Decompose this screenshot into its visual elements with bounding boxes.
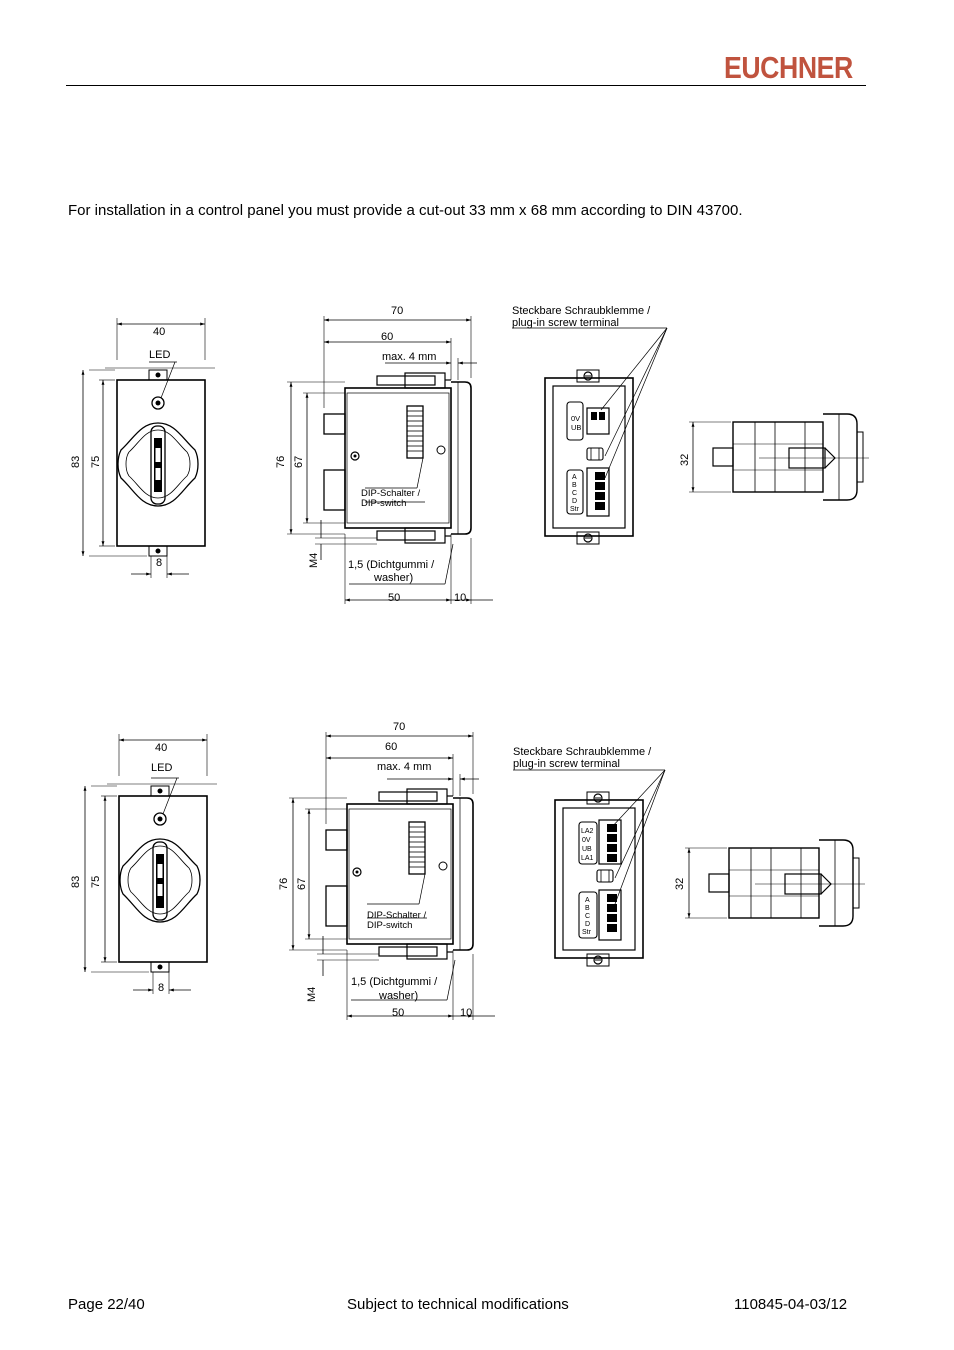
d2-terminal-2: plug-in screw terminal [513,758,620,770]
euchner-logo: EUCHNER [724,50,853,85]
d2-led-label: LED [151,762,172,774]
d1-front-bottom: 8 [156,557,162,569]
d1-rear-str: Str [570,506,580,513]
d2-side-60: 60 [385,741,397,753]
d2-side-70: 70 [393,721,405,733]
d2-front-h75: 75 [90,876,102,888]
footer-document-number: 110845-04-03/12 [734,1296,848,1313]
d2-rear-la2: LA2 [581,828,594,835]
d1-rear-ub: UB [571,423,581,432]
header-rule [66,85,866,86]
d2-rear-d: D [585,921,590,928]
d1-rear-b: B [572,482,577,489]
d2-front-width: 40 [155,742,167,754]
d1-top-32: 32 [679,454,691,466]
d2-side-67: 67 [296,878,308,890]
d1-front-width: 40 [153,326,165,338]
d1-side-70: 70 [391,305,403,317]
d1-led-label: LED [149,349,170,361]
d1-front-h83: 83 [70,456,82,468]
d2-top-32: 32 [674,878,686,890]
d1-washer-2: washer) [373,572,413,584]
drawing-2: 40 LED 83 75 8 70 60 max. 4 mm 76 67 DIP… [70,721,865,1020]
d1-depth-10: 10 [454,592,466,604]
d1-m4: M4 [308,553,320,568]
d2-washer-1: 1,5 (Dichtgummi / [351,976,438,988]
d2-front-bottom: 8 [158,982,164,994]
d1-side-76: 76 [275,456,287,468]
d2-side-max: max. 4 mm [377,761,431,773]
d1-side-67: 67 [293,456,305,468]
d1-side-60: 60 [381,331,393,343]
d2-depth-50: 50 [392,1007,404,1019]
footer-page-number: Page 22/40 [68,1296,145,1313]
drawing-1: 40 LED 83 75 8 70 60 max. 4 mm 76 67 DIP… [70,305,869,604]
footer-notice: Subject to technical modifications [347,1296,569,1313]
d1-terminal-2: plug-in screw terminal [512,317,619,329]
d2-side-76: 76 [278,878,290,890]
d2-rear-c: C [585,913,590,920]
d1-terminal-1: Steckbare Schraubklemme / [512,305,651,317]
d2-rear-str: Str [582,929,592,936]
d1-side-max: max. 4 mm [382,351,436,363]
d2-depth-10: 10 [460,1007,472,1019]
d2-rear-la1: LA1 [581,855,594,862]
d2-rear-ub: UB [582,846,592,853]
d1-dip-2: DIP-switch [361,498,406,509]
d2-dip-1: DIP-Schalter / [367,910,426,921]
d2-m4: M4 [306,987,318,1002]
d1-rear-d: D [572,498,577,505]
d1-rear-0v: 0V [571,414,580,423]
d1-rear-c: C [572,490,577,497]
d1-front-h75: 75 [90,456,102,468]
d2-rear-b: B [585,905,590,912]
d2-rear-0v: 0V [582,837,591,844]
d1-dip-1: DIP-Schalter / [361,488,420,499]
d2-washer-2: washer) [378,990,418,1002]
d1-depth-50: 50 [388,592,400,604]
d2-terminal-1: Steckbare Schraubklemme / [513,746,652,758]
d2-dip-2: DIP-switch [367,920,412,931]
d1-rear-a: A [572,474,577,481]
d2-rear-a: A [585,897,590,904]
d2-front-h83: 83 [70,876,82,888]
intro-paragraph: For installation in a control panel you … [68,202,743,219]
d1-washer-1: 1,5 (Dichtgummi / [348,559,435,571]
